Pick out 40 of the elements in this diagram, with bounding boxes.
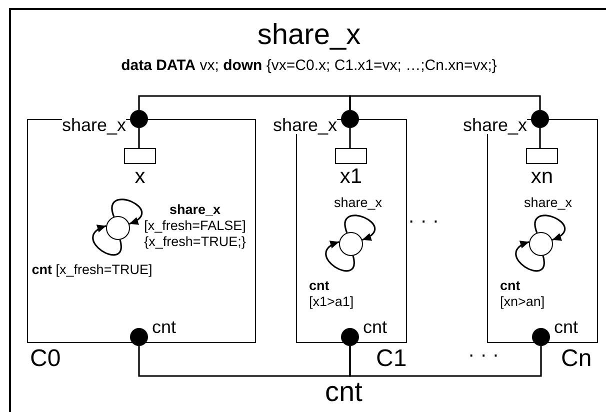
port-label: share_x xyxy=(62,116,126,134)
component-name: C0 xyxy=(30,346,61,372)
edge-label: share_x xyxy=(524,195,574,212)
connector-line xyxy=(138,95,351,110)
connector-line xyxy=(349,95,541,110)
state-circle xyxy=(339,232,363,256)
connector-line xyxy=(138,128,140,148)
edge-label: share_x [x_fresh=FALSE] {x_fresh=TRUE;} xyxy=(143,202,247,251)
ellipsis: · · · xyxy=(468,344,500,366)
self-loop-arrow xyxy=(111,198,142,225)
port-label: cnt xyxy=(363,318,388,336)
state-circle xyxy=(106,216,130,240)
state-circle xyxy=(529,232,553,256)
port-label: cnt xyxy=(554,318,578,336)
data-declaration: data DATA vx; down {vx=C0.x; C1.x1=vx; …;Cn.xn=vx;} xyxy=(120,58,498,74)
self-loop-arrow xyxy=(325,241,355,272)
connector-line xyxy=(349,346,542,377)
port-label: share_x xyxy=(272,116,337,134)
port-label: cnt xyxy=(152,318,176,336)
connector-line xyxy=(539,128,541,148)
connector-line xyxy=(349,128,351,148)
edge-label: cnt [x1>a1] xyxy=(309,278,355,310)
edge-label: cnt [xn>an] xyxy=(500,278,546,310)
edge-label: cnt [x_fresh=TRUE] xyxy=(31,262,153,278)
container-box xyxy=(9,8,606,412)
bus-label: cnt xyxy=(325,377,362,408)
edge-label: share_x xyxy=(334,195,384,212)
self-loop-arrow xyxy=(515,241,545,272)
diagram-heading: share_x xyxy=(256,20,362,52)
self-loop-arrow xyxy=(92,225,122,256)
self-loop-arrow xyxy=(534,214,566,241)
component-name: C1 xyxy=(376,346,407,372)
variable-name: x1 xyxy=(338,165,364,188)
variable-name: xn xyxy=(530,165,554,188)
port-label: share_x xyxy=(462,116,527,134)
variable-name: x xyxy=(134,165,146,188)
self-loop-arrow xyxy=(344,214,376,241)
component-name: Cn xyxy=(561,346,592,372)
connector-line xyxy=(138,346,351,377)
ellipsis: · · · xyxy=(408,210,440,232)
